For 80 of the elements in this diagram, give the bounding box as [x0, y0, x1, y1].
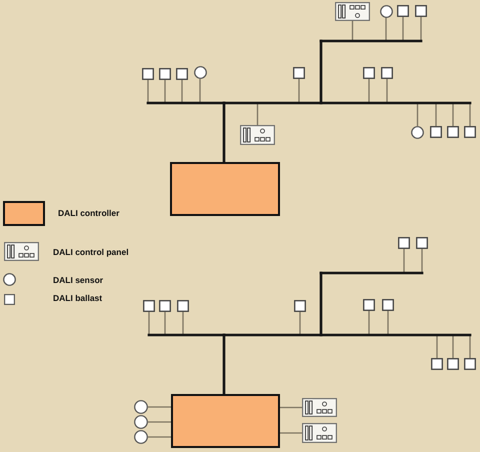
bus-line — [146, 102, 226, 104]
ballast-square — [382, 299, 394, 311]
connector-line — [148, 312, 150, 335]
connector-line — [181, 80, 183, 103]
connector-line — [147, 80, 149, 103]
connector-line — [299, 312, 301, 335]
connector-line — [352, 21, 354, 41]
bus-line — [222, 334, 226, 396]
bus-line — [320, 272, 322, 336]
connector-line — [280, 432, 302, 434]
connector-line — [452, 103, 454, 126]
connector-line — [403, 249, 405, 273]
sensor-circle — [411, 126, 424, 139]
ballast-square — [447, 126, 459, 138]
connector-line — [416, 103, 418, 126]
ballast-square — [464, 126, 476, 138]
ballast-square — [415, 5, 427, 17]
connector-line — [368, 79, 370, 103]
sensor-circle — [134, 415, 148, 429]
connector-line — [469, 103, 471, 126]
connector-line — [182, 312, 184, 335]
legend-label: DALI controller — [58, 208, 120, 218]
bus-line — [148, 334, 226, 336]
ballast-square — [159, 68, 171, 80]
connector-line — [387, 311, 389, 335]
ballast-square — [416, 237, 428, 249]
connector-line — [298, 79, 300, 103]
connector-line — [256, 103, 258, 125]
connector-line — [436, 335, 438, 358]
control-panel-icon — [240, 125, 275, 145]
connector-line — [452, 335, 454, 358]
control-panel-icon — [335, 2, 370, 21]
connector-line — [148, 436, 171, 438]
ballast-square — [294, 300, 306, 312]
bus-line — [222, 102, 472, 104]
connector-line — [199, 79, 201, 103]
control-panel-icon — [302, 398, 337, 417]
bus-line — [320, 40, 322, 104]
legend-label: DALI sensor — [53, 275, 104, 285]
ballast-square — [381, 67, 393, 79]
connector-line — [421, 249, 423, 273]
legend-label: DALI control panel — [53, 247, 129, 257]
ballast-square — [143, 300, 155, 312]
ballast-square — [447, 358, 459, 370]
ballast-square — [431, 358, 443, 370]
ballast-square — [142, 68, 154, 80]
connector-line — [164, 80, 166, 103]
connector-line — [402, 17, 404, 41]
sensor-circle — [134, 430, 148, 444]
ballast-square — [293, 67, 305, 79]
connector-line — [386, 79, 388, 103]
connector-line — [435, 103, 437, 126]
connector-line — [385, 18, 387, 41]
controller-box — [170, 162, 280, 216]
ballast-square — [430, 126, 442, 138]
ballast-square — [176, 68, 188, 80]
sensor-circle — [194, 66, 206, 79]
connector-line — [280, 406, 302, 408]
ballast-square — [363, 299, 375, 311]
ballast-square — [464, 358, 476, 370]
control-panel-icon — [302, 423, 337, 443]
ballast-square — [398, 237, 410, 249]
connector-line — [164, 312, 166, 335]
ballast-square — [177, 300, 189, 312]
sensor-circle — [380, 4, 392, 18]
bus-line — [222, 334, 472, 336]
connector-line — [420, 17, 422, 41]
bus-line — [320, 40, 422, 42]
ballast-square — [159, 300, 171, 312]
ballast-square — [397, 5, 409, 17]
connector-line — [148, 421, 171, 423]
connector-line — [368, 311, 370, 335]
ballast-square — [363, 67, 375, 79]
connector-line — [148, 406, 171, 408]
bus-line — [320, 272, 424, 274]
bus-line — [222, 102, 226, 164]
controller-box — [171, 394, 280, 448]
legend-label: DALI ballast — [53, 293, 102, 303]
sensor-circle — [134, 400, 148, 414]
connector-line — [469, 335, 471, 358]
